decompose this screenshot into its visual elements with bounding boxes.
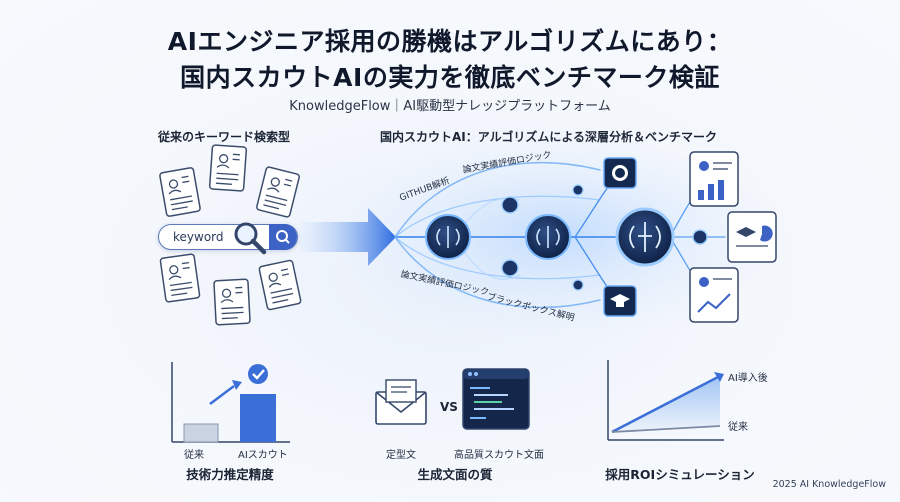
roi-conventional-label: 従来	[728, 422, 748, 433]
accuracy-bar-illustration	[171, 362, 290, 443]
lightbulb-node-icon	[501, 196, 519, 214]
keyword-search-box: keyword	[158, 224, 298, 250]
page-subtitle: KnowledgeFlow｜AI駆動型ナレッジプラットフォーム	[289, 99, 611, 114]
magnifier-icon	[234, 222, 267, 255]
github-icon	[603, 157, 637, 189]
graduation-cap-icon	[603, 285, 637, 317]
template-text-label: 定型文	[386, 450, 416, 461]
search-text: keyword	[173, 230, 224, 244]
left-section-label: 従来のキーワード検索型	[158, 130, 291, 144]
page-title-line1: AIエンジニア採用の勝機はアルゴリズムにあり：	[167, 27, 733, 56]
high-quality-text-label: 高品質スカウト文面	[454, 450, 544, 461]
search-button	[269, 224, 297, 250]
envelope-icon	[375, 379, 427, 425]
roi-title: 採用ROIシミュレーション	[605, 467, 755, 482]
eye-node-icon	[692, 229, 708, 245]
bar-conventional	[183, 423, 219, 443]
footer-copyright: 2025 AI KnowledgeFlow	[772, 479, 886, 490]
page-title-line2: 国内スカウトAIの実力を徹底ベンチマーク検証	[180, 63, 720, 92]
brain-core-icon	[615, 207, 675, 267]
brain-node-icon	[525, 214, 571, 260]
settings-node-icon	[501, 259, 519, 277]
flow-arrow-icon	[300, 208, 396, 266]
roi-ai-label: AI導入後	[728, 373, 768, 384]
bar-ai-scout	[240, 394, 276, 442]
bar-label-ai-scout: AIスカウト	[238, 450, 288, 461]
ai-roi-line	[611, 374, 721, 434]
education-card-icon	[727, 211, 777, 263]
brain-node-icon	[425, 214, 471, 260]
bar-label-conventional: 従来	[184, 450, 204, 461]
search-icon	[276, 230, 290, 244]
accuracy-title: 技術力推定精度	[186, 467, 274, 482]
performance-card-icon	[689, 267, 739, 323]
code-window-icon	[462, 368, 530, 430]
conventional-roi-line	[611, 425, 721, 433]
vs-label: VS	[440, 400, 458, 414]
candidate-profile-card-icon	[689, 151, 739, 207]
roi-line-illustration	[607, 360, 724, 441]
quality-title: 生成文面の質	[417, 467, 493, 482]
check-icon	[248, 364, 268, 384]
